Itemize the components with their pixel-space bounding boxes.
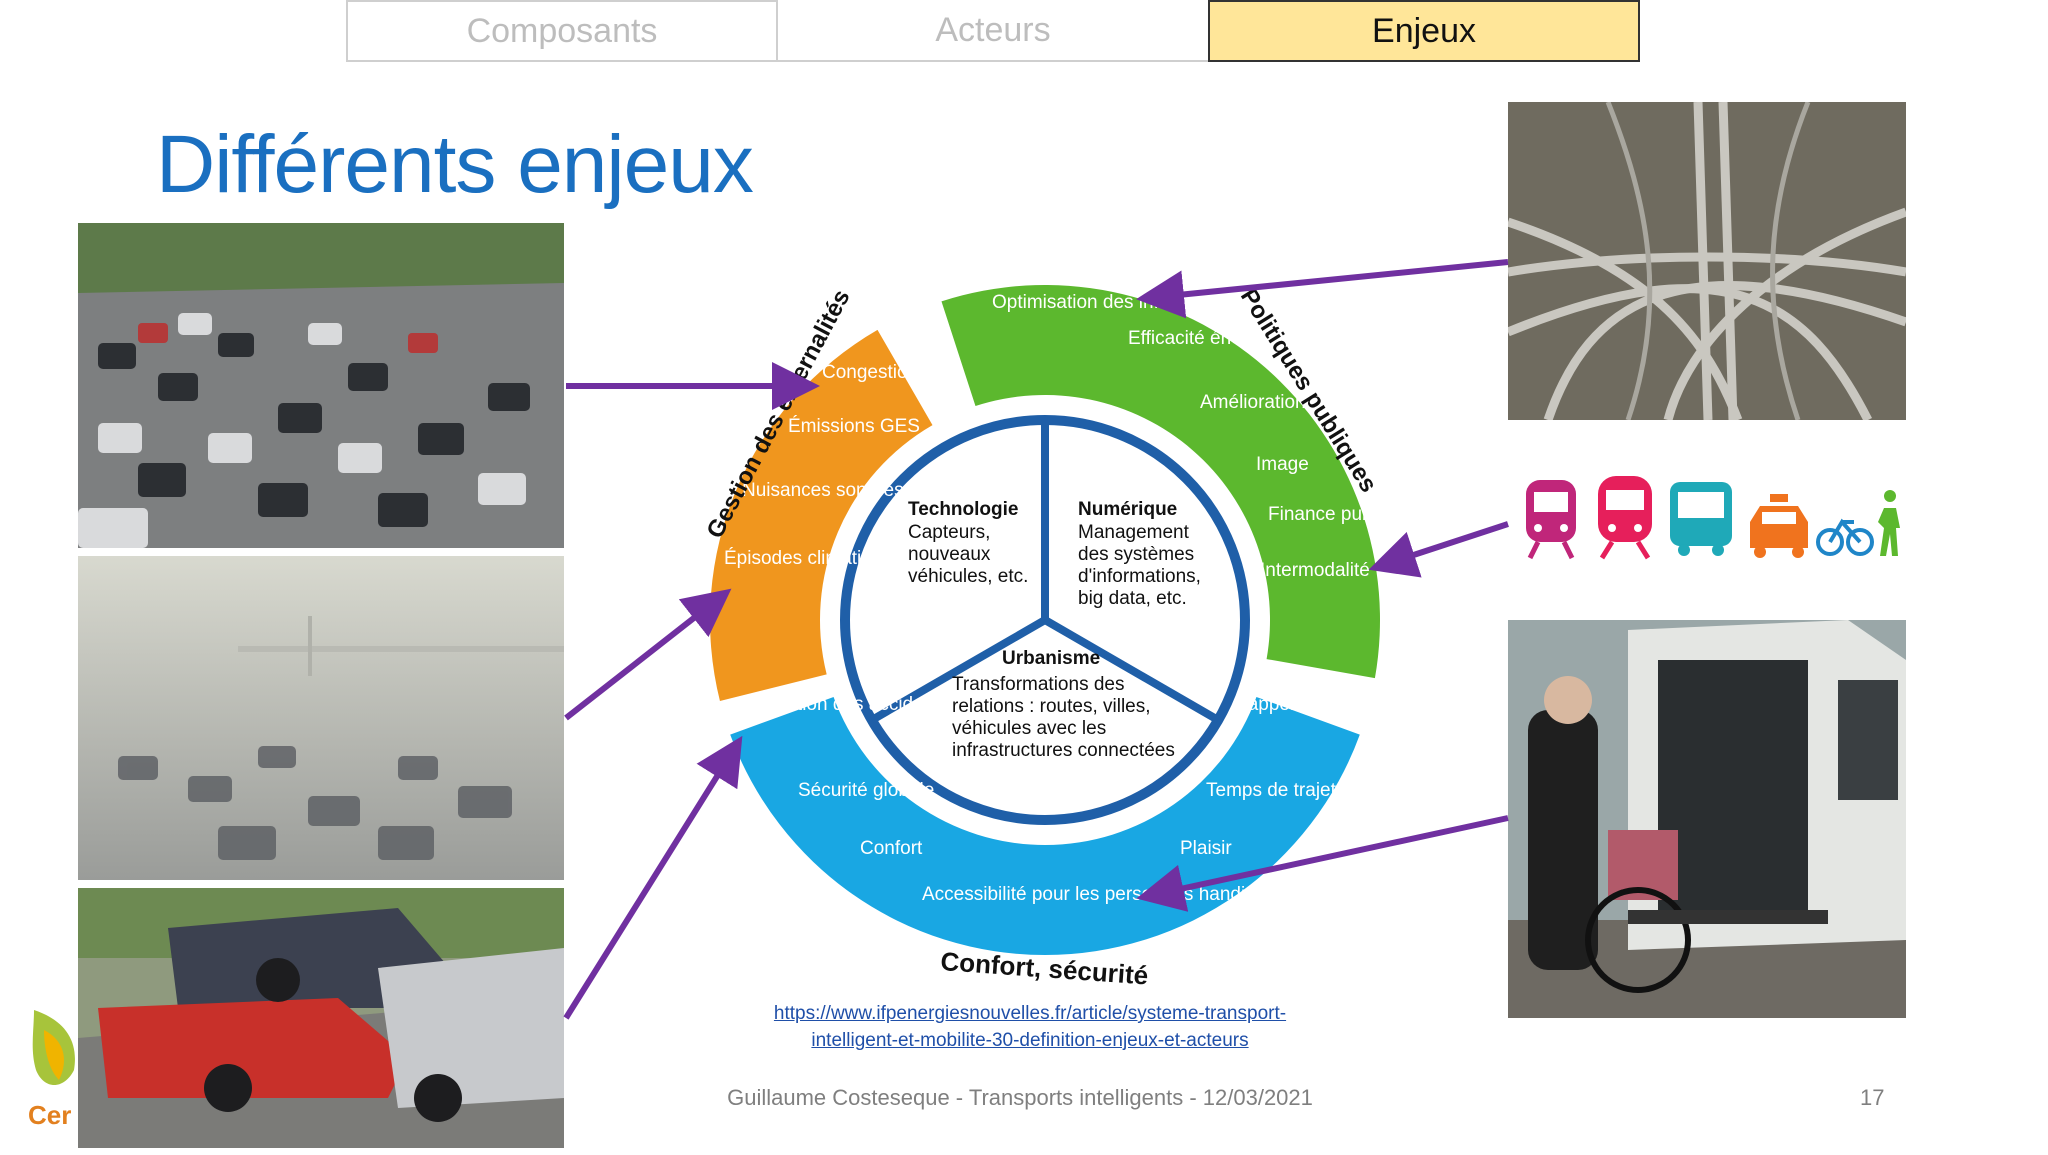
- tram-icon: [1526, 480, 1576, 560]
- footer-text: Guillaume Costeseque - Transports intell…: [727, 1085, 1313, 1110]
- svg-text:Transformations des: Transformations des: [952, 674, 1124, 695]
- label-intermodalite: Intermodalité: [1260, 560, 1370, 581]
- inner-title-numerique: Numérique: [1078, 499, 1177, 520]
- label-finance: Finance publique: [1268, 504, 1400, 525]
- label-plaisir: Plaisir: [1180, 838, 1232, 859]
- svg-text:Capteurs,: Capteurs,: [908, 522, 990, 543]
- bus-icon: [1670, 482, 1732, 556]
- svg-text:nouveaux: nouveaux: [908, 544, 991, 565]
- section-title-confort: Confort, sécurité: [940, 946, 1150, 990]
- svg-text:relations : routes, villes,: relations : routes, villes,: [952, 696, 1151, 717]
- label-amelioration: Amélioration de la mobilité: [1200, 392, 1400, 413]
- train-icon: [1598, 476, 1652, 560]
- inner-title-urbanisme: Urbanisme: [1002, 648, 1100, 669]
- label-image: Image: [1256, 454, 1309, 475]
- label-emissions: Émissions GES: [788, 416, 920, 437]
- tab-enjeux[interactable]: Enjeux: [1208, 0, 1640, 62]
- label-confort: Confort: [860, 838, 923, 859]
- source-link[interactable]: https://www.ifpenergiesnouvelles.fr/arti…: [773, 1003, 1287, 1051]
- label-nuisances: Nuisances sonores: [742, 480, 904, 501]
- svg-text:des systèmes: des systèmes: [1078, 544, 1194, 565]
- label-securite: Sécurité globale: [798, 780, 934, 801]
- inner-title-technologie: Technologie: [908, 499, 1018, 520]
- pedestrian-icon: [1878, 490, 1900, 556]
- transport-modes-icons: [1520, 472, 1900, 564]
- car-crash-photo: [78, 888, 564, 1148]
- svg-text:véhicules, etc.: véhicules, etc.: [908, 566, 1028, 587]
- svg-text:infrastructures connectées: infrastructures connectées: [952, 740, 1175, 761]
- page-number: 17: [1860, 1085, 1885, 1110]
- tab-composants[interactable]: Composants: [346, 0, 778, 62]
- label-temps: Temps de trajet: [1206, 780, 1337, 801]
- label-congestion: Congestion: [822, 362, 918, 383]
- segment-externalites: [710, 329, 933, 702]
- tab-acteurs[interactable]: Acteurs: [777, 0, 1209, 62]
- svg-text:Management: Management: [1078, 522, 1190, 543]
- svg-text:Cer: Cer: [28, 1100, 71, 1130]
- label-optimisation: Optimisation des infrastructures publiqu…: [992, 292, 1346, 313]
- wheelchair-van-photo: [1508, 620, 1906, 1018]
- svg-text:big data, etc.: big data, etc.: [1078, 588, 1187, 609]
- label-accessibilite: Accessibilité pour les personnes handica…: [922, 884, 1306, 905]
- highway-interchange-photo: [1508, 102, 1906, 420]
- svg-text:d'informations,: d'informations,: [1078, 566, 1201, 587]
- taxi-icon: [1750, 494, 1808, 558]
- label-efficacite: Efficacité énergétique: [1128, 328, 1310, 349]
- label-episodes: Épisodes climatiques: [724, 548, 902, 569]
- enjeux-diagram: Technologie Capteurs, nouveaux véhicules…: [701, 284, 1400, 991]
- cerema-logo: Cer: [24, 1010, 84, 1150]
- bicycle-icon: [1816, 518, 1874, 556]
- traffic-jam-photo: [78, 223, 564, 548]
- label-rapport: Rapport à la propriété du véhicule: [1234, 694, 1400, 715]
- page-title: Différents enjeux: [156, 119, 754, 210]
- label-reduction: Réduction des accidents: [742, 694, 949, 715]
- smog-photo: [78, 556, 564, 880]
- segment-politiques: [941, 285, 1380, 679]
- svg-text:véhicules avec les: véhicules avec les: [952, 718, 1106, 739]
